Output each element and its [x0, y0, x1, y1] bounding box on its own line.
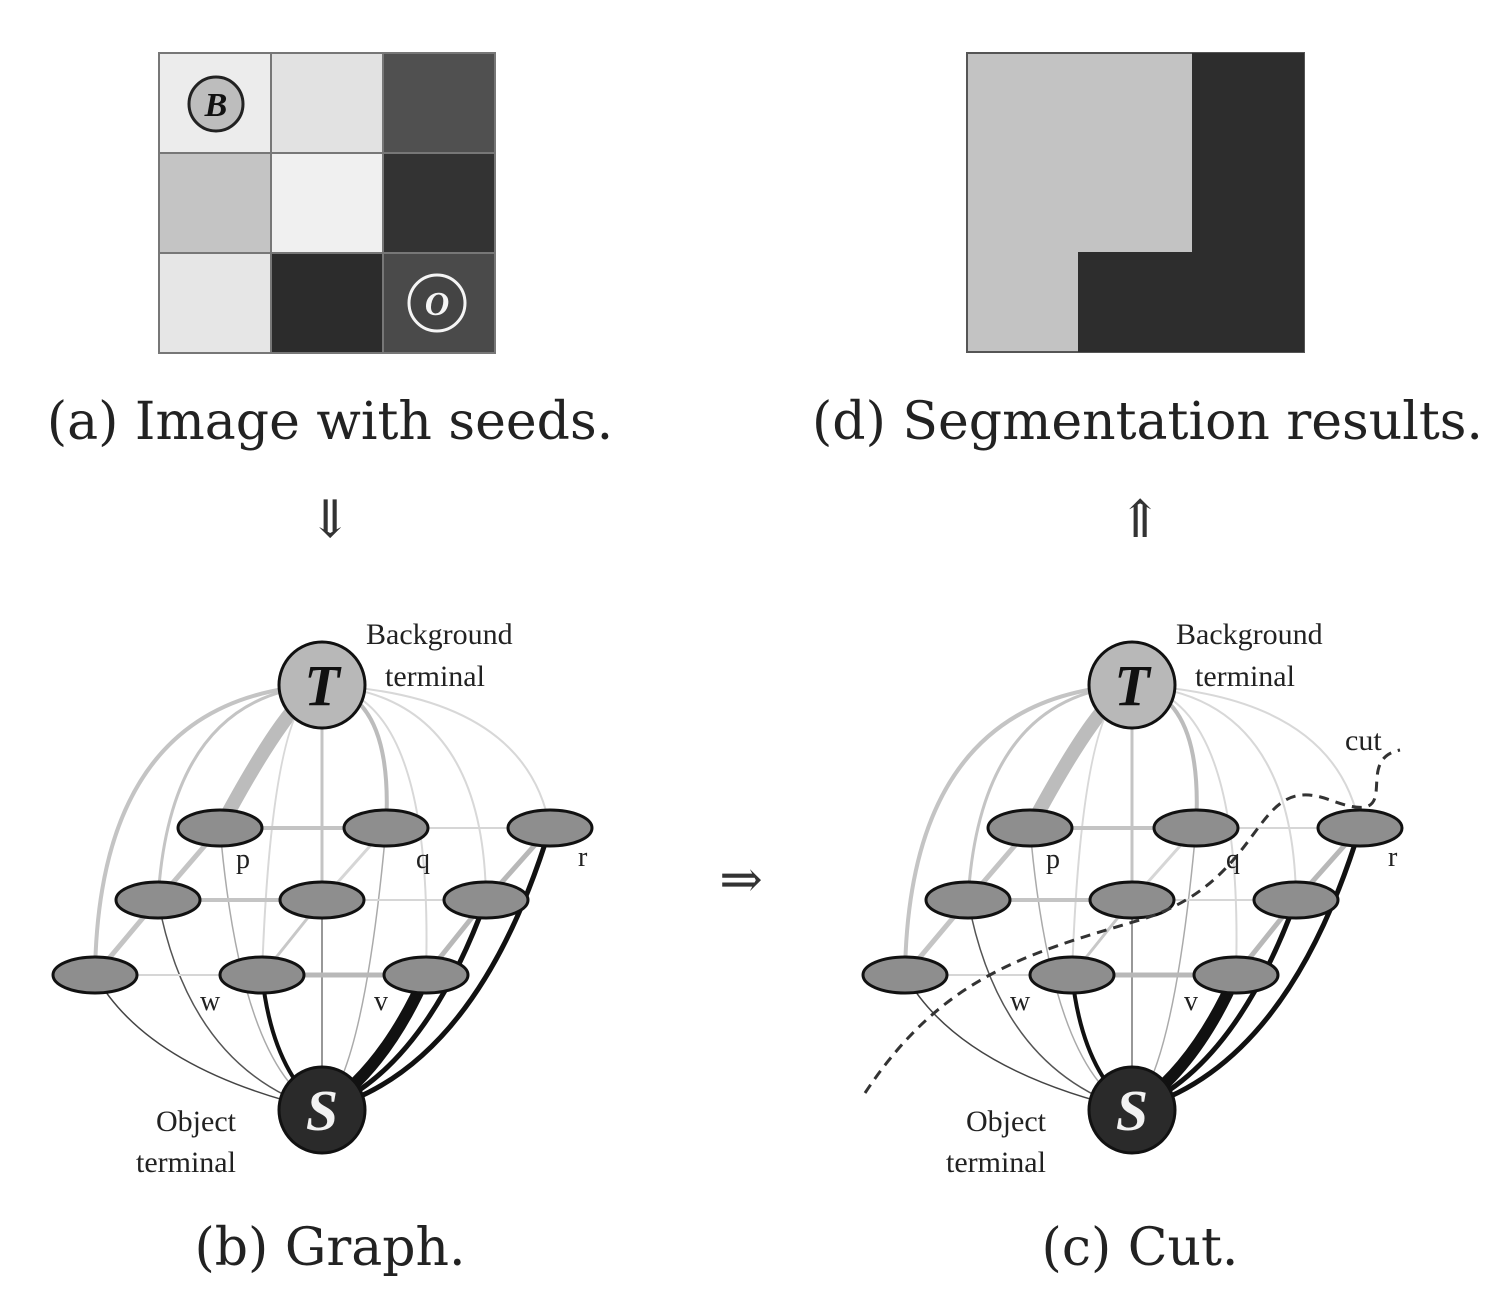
- terminal-edge: [321, 684, 551, 829]
- arrow-up: ⇑: [1118, 490, 1162, 550]
- pixel-node: [1252, 880, 1340, 920]
- background-terminal-label-2: terminal: [385, 660, 485, 693]
- object-terminal-label: Object: [156, 1105, 237, 1138]
- caption-d: (d) Segmentation results.: [812, 392, 1483, 452]
- object-terminal-node: [1087, 1065, 1177, 1155]
- pixel-cell: [158, 152, 272, 254]
- pixel-node: [861, 955, 949, 995]
- arrow-down: ⇓: [308, 490, 352, 550]
- node-label-r: r: [1388, 842, 1398, 873]
- terminal-t-label: T: [1114, 653, 1152, 718]
- pixel-node: [114, 880, 202, 920]
- caption-a: (a) Image with seeds.: [46, 392, 614, 452]
- caption-c: (c) Cut.: [1041, 1218, 1239, 1278]
- object-seed: O: [407, 273, 467, 333]
- seed-label-o: O: [425, 286, 450, 323]
- pixel-cell: [382, 52, 496, 154]
- pixel-node: [1192, 955, 1280, 995]
- background-terminal-label-2: terminal: [1195, 660, 1295, 693]
- node-label-q: q: [416, 844, 430, 875]
- pixel-cell: [382, 152, 496, 254]
- pixel-node: [382, 955, 470, 995]
- background-terminal-node: [277, 640, 367, 730]
- object-terminal-label-2: terminal: [946, 1146, 1046, 1179]
- pixel-node: [218, 955, 306, 995]
- pixel-node: [924, 880, 1012, 920]
- terminal-s-label: S: [1116, 1078, 1148, 1143]
- node-label-v: v: [1184, 986, 1198, 1017]
- node-label-p: p: [1046, 844, 1060, 875]
- node-label-p: p: [236, 844, 250, 875]
- pixel-node: [1152, 808, 1240, 848]
- pixel-node: [1028, 955, 1116, 995]
- pixel-cell: [270, 252, 384, 354]
- pixel-node: [342, 808, 430, 848]
- cut-diagram: T S cut Background terminal Object termin…: [861, 618, 1404, 1179]
- terminal-s-label: S: [306, 1078, 338, 1143]
- pixel-node: [442, 880, 530, 920]
- terminal-edge: [903, 683, 1134, 977]
- seed-label-b: B: [204, 87, 228, 124]
- background-terminal-label: Background: [1176, 618, 1323, 651]
- pixel-node: [1316, 808, 1404, 848]
- arrow-right: ⇒: [719, 850, 763, 910]
- graph-diagram: T S Background terminal Object terminal p…: [51, 618, 594, 1179]
- cut-label: cut: [1345, 724, 1382, 757]
- pixel-cell: [270, 152, 384, 254]
- pixel-node: [176, 808, 264, 848]
- node-label-r: r: [578, 842, 588, 873]
- object-terminal-label-2: terminal: [136, 1146, 236, 1179]
- pixel-node: [506, 808, 594, 848]
- cut-line: [863, 748, 1401, 1094]
- node-label-q: q: [1226, 844, 1240, 875]
- terminal-t-label: T: [304, 653, 342, 718]
- terminal-edge: [93, 683, 324, 977]
- segment-object: [1078, 53, 1304, 352]
- pixel-cell: [270, 52, 384, 154]
- pixel-node: [51, 955, 139, 995]
- pixel-cell: [158, 252, 272, 354]
- pixel-node: [986, 808, 1074, 848]
- node-label-w: w: [1010, 986, 1031, 1017]
- node-label-v: v: [374, 986, 388, 1017]
- terminal-edge: [1131, 684, 1361, 829]
- background-terminal-label: Background: [366, 618, 513, 651]
- node-label-w: w: [200, 986, 221, 1017]
- pixel-node: [278, 880, 366, 920]
- object-terminal-node: [277, 1065, 367, 1155]
- pixel-node: [1088, 880, 1176, 920]
- caption-b: (b) Graph.: [194, 1218, 466, 1278]
- background-seed: B: [187, 75, 245, 133]
- background-terminal-node: [1087, 640, 1177, 730]
- segmentation-results: [966, 52, 1305, 353]
- object-terminal-label: Object: [966, 1105, 1047, 1138]
- image-with-seeds: B O: [158, 52, 496, 354]
